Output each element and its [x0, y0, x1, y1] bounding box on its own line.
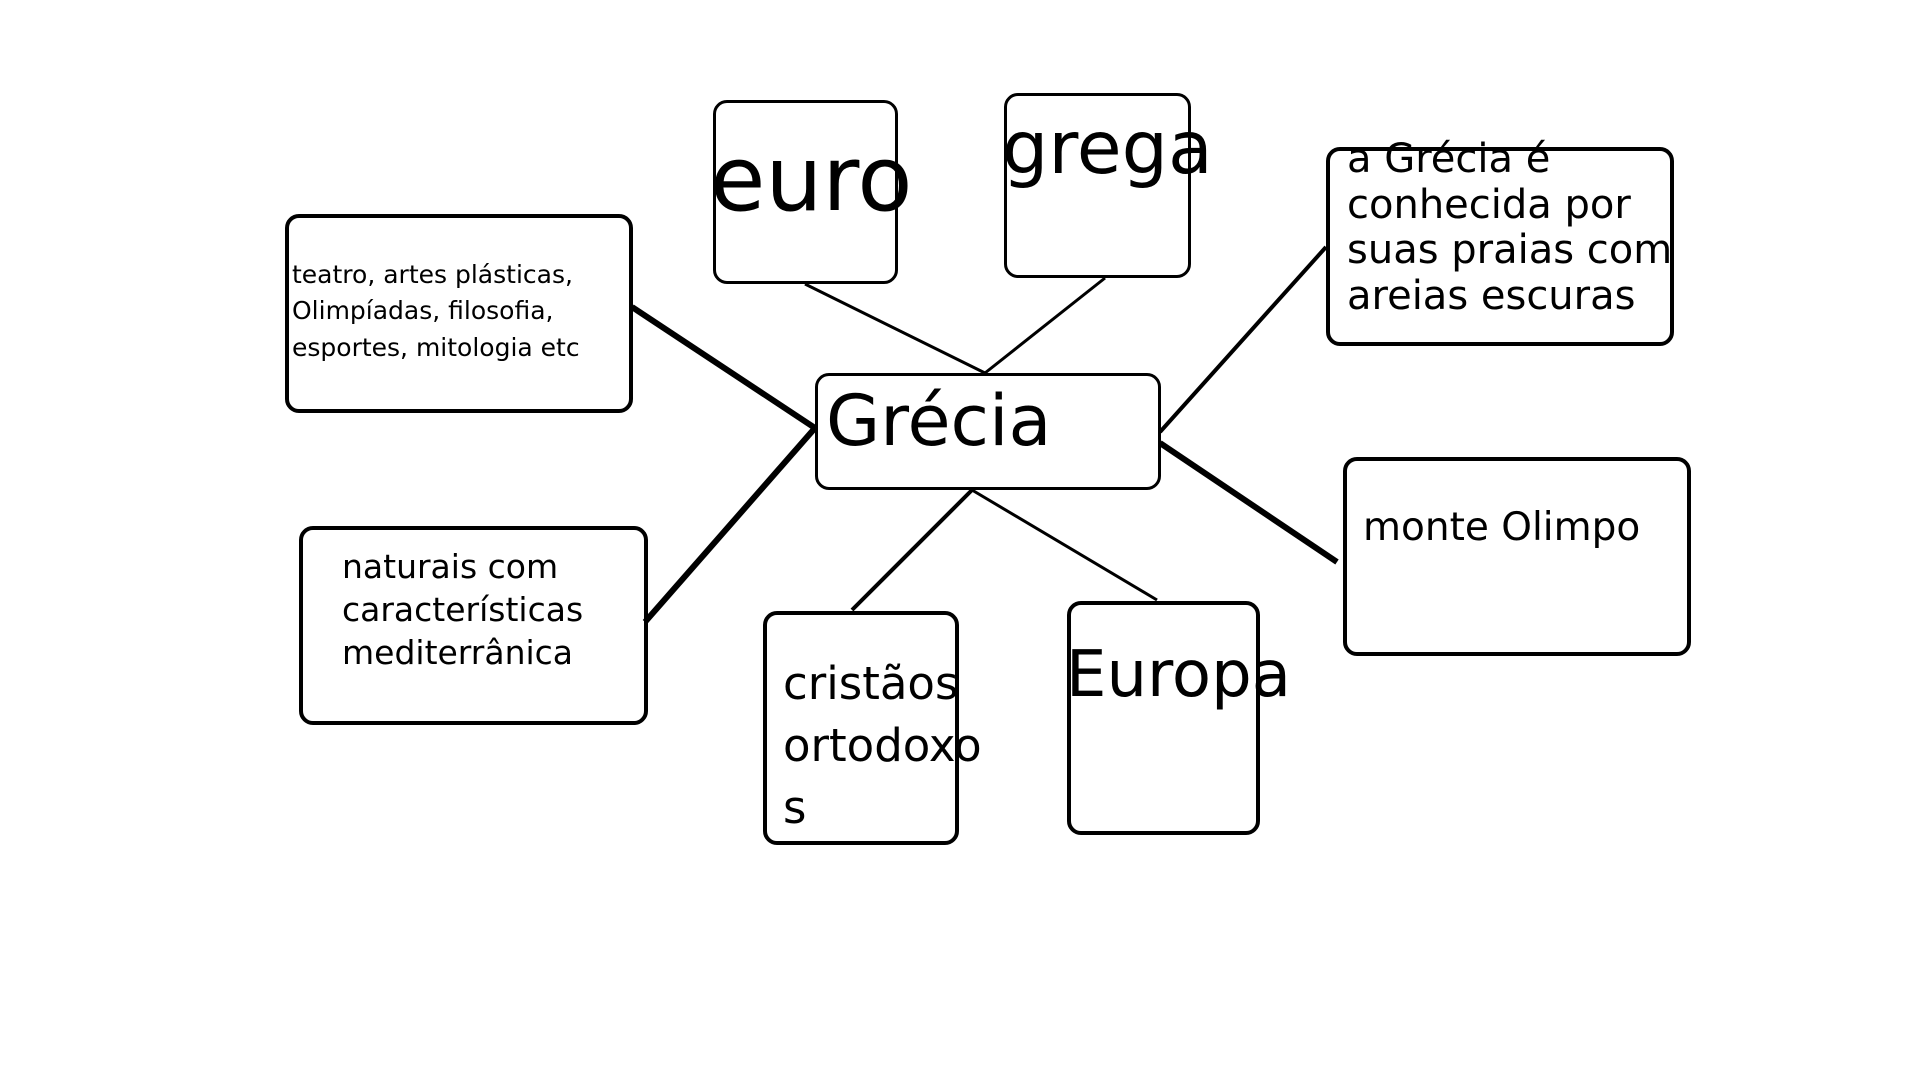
connector-center-nature [642, 426, 818, 624]
node-mountain[interactable] [1343, 457, 1691, 656]
node-beaches-label: a Grécia é conhecida por suas praias com… [1347, 136, 1673, 319]
node-language-label: grega [1002, 106, 1213, 191]
node-religion[interactable] [763, 611, 959, 845]
node-currency[interactable] [713, 100, 898, 284]
node-nature[interactable] [299, 526, 648, 725]
node-culture[interactable] [285, 214, 633, 413]
central-node[interactable] [815, 373, 1161, 490]
connector-center-continent [971, 488, 1158, 602]
node-continent-label: Europa [1066, 638, 1291, 712]
node-nature-label: naturais com características mediterrâni… [342, 547, 584, 672]
connector-center-currency [804, 282, 986, 375]
node-language[interactable] [1004, 93, 1191, 278]
node-culture-label: teatro, artes plásticas, Olimpíadas, fil… [292, 260, 580, 362]
node-mountain-label: monte Olimpo [1363, 505, 1641, 550]
node-continent[interactable] [1067, 601, 1260, 835]
connector-center-mountain [1158, 440, 1339, 565]
connector-center-beaches [1158, 245, 1328, 434]
connector-center-language [984, 276, 1106, 375]
connector-center-religion [850, 488, 974, 612]
connector-center-culture [630, 304, 817, 431]
central-node-label: Grécia [826, 380, 1052, 462]
node-religion-label: cristãos ortodoxo s [783, 657, 982, 835]
node-currency-label: euro [710, 127, 913, 232]
node-beaches[interactable] [1326, 147, 1674, 346]
